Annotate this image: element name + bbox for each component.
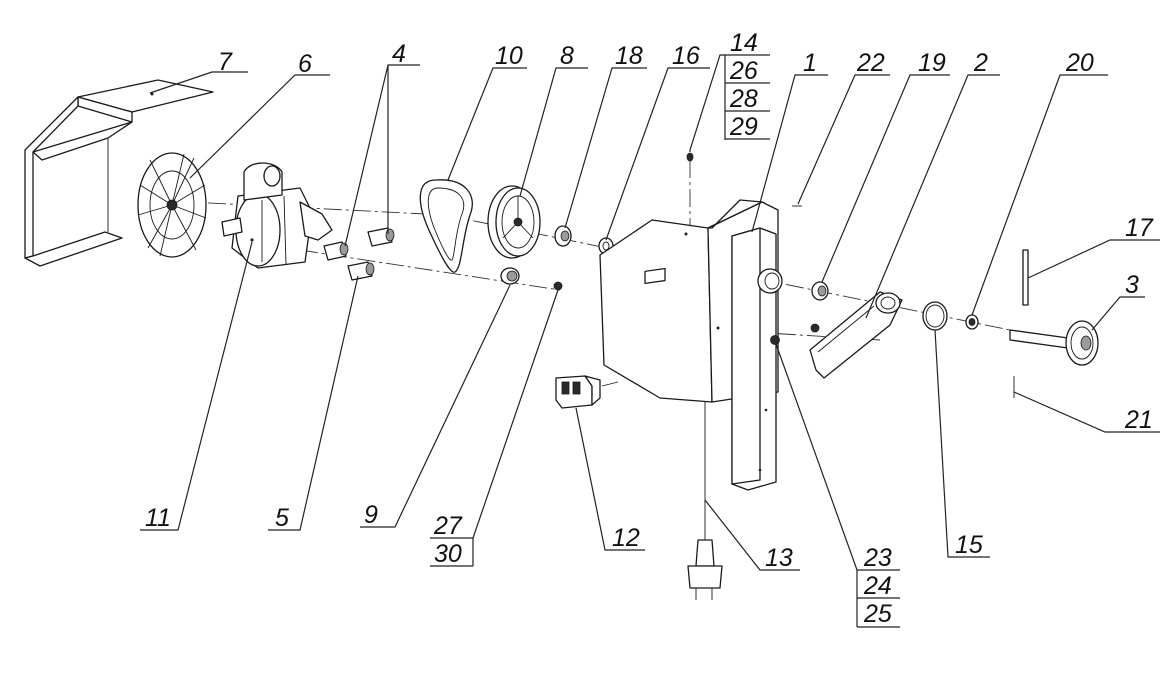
part-12-switch	[555, 375, 619, 409]
part-27-nut	[553, 281, 563, 291]
callout-6: 6	[298, 50, 312, 78]
part-14-screw	[686, 152, 694, 162]
part-10-belt	[419, 179, 473, 273]
callout-18: 18	[615, 42, 643, 70]
callout-22: 22	[856, 49, 885, 77]
callout-5: 5	[275, 504, 289, 532]
part-7-cover	[24, 79, 214, 267]
callout-9: 9	[364, 501, 378, 529]
callout-28: 28	[729, 85, 758, 113]
callout-23: 23	[863, 544, 892, 572]
part-4-bushing	[323, 227, 395, 261]
callout-2: 2	[973, 49, 988, 77]
callout-7: 7	[218, 48, 233, 76]
callout-29: 29	[729, 113, 758, 141]
callout-10: 10	[495, 42, 523, 70]
callout-3: 3	[1125, 271, 1139, 299]
callout-19: 19	[918, 49, 946, 77]
part-8-pulley	[487, 185, 541, 259]
part-6-fan	[137, 152, 207, 258]
callout-17: 17	[1125, 214, 1154, 242]
part-23-nut	[770, 323, 820, 345]
callout-26: 26	[729, 57, 758, 85]
callout-1: 1	[803, 49, 817, 77]
part-15-ring	[922, 301, 948, 331]
part-3-shaft	[1009, 320, 1099, 366]
callout-27: 27	[433, 512, 463, 540]
callout-11: 11	[145, 504, 171, 532]
leader-lines	[140, 54, 1160, 628]
part-9-small-pulley	[500, 267, 520, 285]
callout-20: 20	[1065, 49, 1094, 77]
callout-13: 13	[765, 544, 793, 572]
part-5-bushing	[347, 261, 375, 281]
callout-25: 25	[863, 600, 892, 628]
callout-21: 21	[1124, 406, 1153, 434]
callout-15: 15	[955, 531, 983, 559]
callout-16: 16	[672, 42, 700, 70]
callout-24: 24	[863, 572, 892, 600]
callout-labels: 7 6 4 10 8 18 16 14 26 28 29 1 22 19 2 2…	[145, 29, 1154, 628]
part-13-power-cord	[687, 402, 723, 600]
callout-4: 4	[392, 40, 406, 68]
part-19-bearing	[811, 281, 829, 301]
callout-8: 8	[560, 42, 574, 70]
callout-14: 14	[730, 29, 758, 57]
part-2-bracket	[809, 291, 903, 379]
part-1-rail	[731, 227, 783, 491]
callout-12: 12	[612, 524, 640, 552]
part-18-bearing	[554, 225, 572, 247]
callout-30: 30	[434, 540, 462, 568]
part-17-key	[1022, 249, 1029, 306]
part-20-washer	[965, 314, 979, 330]
part-11-motor	[221, 162, 333, 269]
